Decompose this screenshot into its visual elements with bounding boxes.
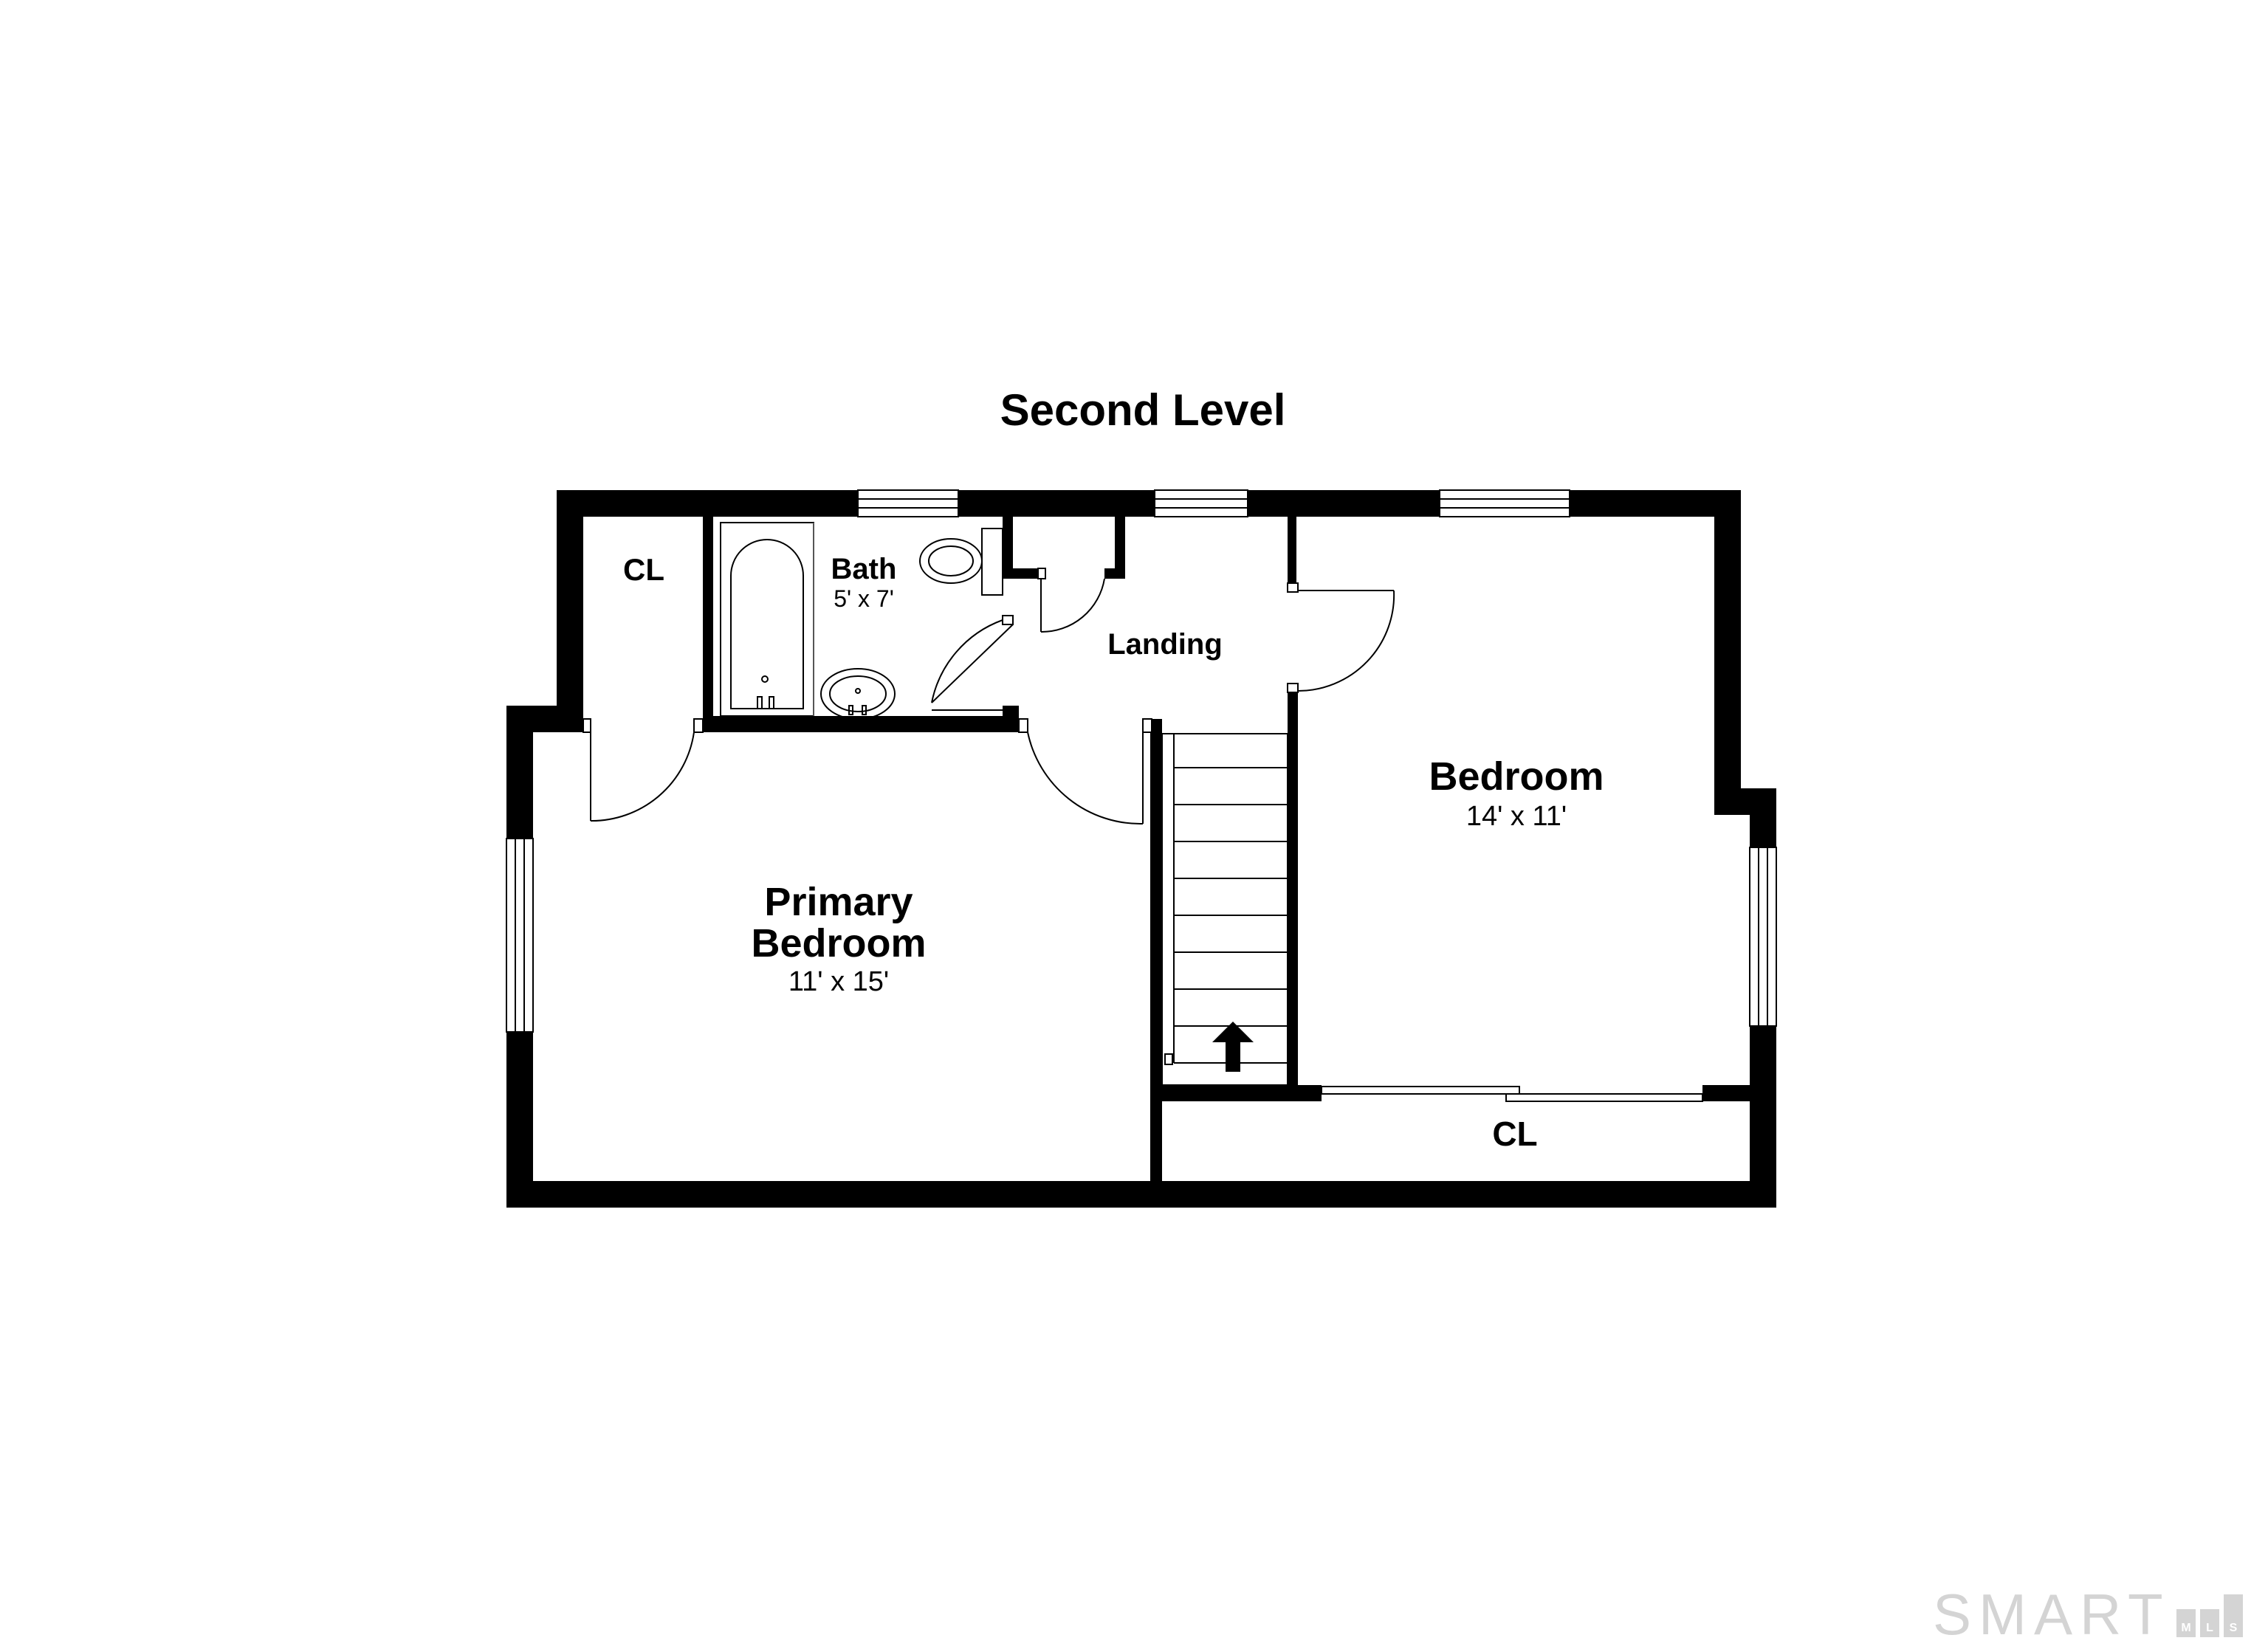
bedroom-dimensions: 14' x 11' [1466, 801, 1567, 832]
doors [583, 568, 1703, 1102]
bath-dimensions: 5' x 7' [834, 585, 894, 612]
logo-letter-l: L [2206, 1622, 2213, 1634]
bath-label: Bath [831, 553, 897, 585]
landing-label: Landing [1107, 628, 1223, 661]
primary-bedroom-dimensions: 11' x 15' [788, 966, 889, 997]
logo-letter-m: M [2181, 1622, 2190, 1634]
staircase [1161, 733, 1288, 1086]
logo-letter-s: S [2230, 1622, 2238, 1634]
smart-mls-logo: SMART M L S [1933, 1582, 2243, 1647]
plan-title: Second Level [1000, 385, 1286, 435]
windows [506, 489, 1777, 1033]
primary-bedroom-label-line1: Primary [764, 880, 913, 924]
walls [506, 490, 1776, 1208]
bath-fixtures [720, 522, 1003, 720]
bedroom-label: Bedroom [1429, 754, 1604, 799]
closet-left-label: CL [623, 552, 664, 587]
primary-bedroom-label-line2: Bedroom [751, 921, 926, 965]
logo-wordmark: SMART [1933, 1582, 2171, 1647]
closet-bottom-label: CL [1492, 1115, 1537, 1153]
stair-up-arrow-icon [1212, 1022, 1254, 1072]
